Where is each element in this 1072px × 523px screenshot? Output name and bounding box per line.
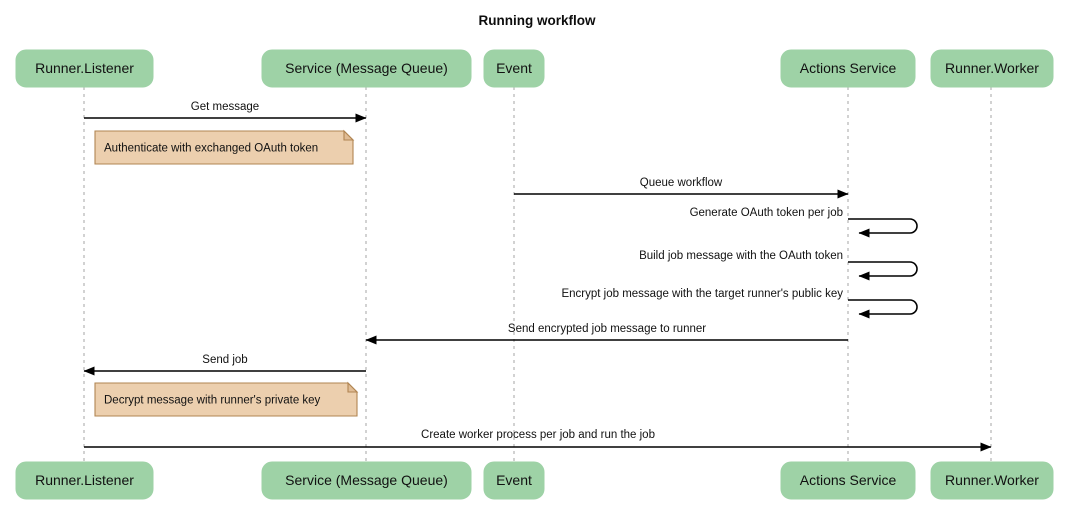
participant-box: [780, 461, 916, 500]
message-label: Send encrypted job message to runner: [508, 323, 706, 335]
participant-box: [780, 49, 916, 88]
participant-label: Runner.Worker: [945, 472, 1039, 488]
participant-runner-listener-bottom[interactable]: Runner.Listener: [15, 461, 154, 500]
participant-event-top[interactable]: Event: [483, 49, 545, 88]
participant-label: Event: [496, 472, 532, 488]
message-create-worker-process-per-job-and-run-the-job[interactable]: Create worker process per job and run th…: [84, 429, 992, 452]
participant-label: Actions Service: [800, 60, 897, 76]
participant-label: Service (Message Queue): [285, 472, 448, 488]
message-get-message[interactable]: Get message: [84, 101, 367, 123]
page-title: Running workflow: [479, 13, 596, 28]
participant-label: Event: [496, 60, 532, 76]
participant-event-bottom[interactable]: Event: [483, 461, 545, 500]
participant-label: Runner.Listener: [35, 472, 134, 488]
message-send-encrypted-job-message-to-runner[interactable]: Send encrypted job message to runner: [365, 323, 848, 345]
message-label: Encrypt job message with the target runn…: [561, 288, 843, 300]
participant-actions-service-top[interactable]: Actions Service: [780, 49, 916, 88]
participant-label: Runner.Worker: [945, 60, 1039, 76]
message-label: Build job message with the OAuth token: [639, 250, 843, 262]
participant-box: [261, 461, 472, 500]
message-generate-oauth-token-per-job[interactable]: Generate OAuth token per job: [690, 207, 918, 238]
participant-label: Actions Service: [800, 472, 897, 488]
self-loop-path: [848, 299, 918, 319]
note-authenticate: Authenticate with exchanged OAuth token: [94, 129, 355, 165]
note-label: Authenticate with exchanged OAuth token: [104, 143, 318, 155]
participant-box: [15, 461, 154, 500]
message-encrypt-job-message-with-the-target-runners-public-key[interactable]: Encrypt job message with the target runn…: [561, 288, 918, 319]
note-label: Decrypt message with runner's private ke…: [104, 395, 321, 407]
note-decrypt: Decrypt message with runner's private ke…: [94, 381, 359, 417]
message-send-job[interactable]: Send job: [83, 354, 366, 376]
note-body: [94, 130, 354, 165]
note-fold-corner-icon: [347, 381, 359, 393]
participant-box: [483, 49, 545, 88]
message-label: Queue workflow: [640, 177, 723, 189]
message-label: Create worker process per job and run th…: [421, 429, 655, 441]
participant-label: Service (Message Queue): [285, 60, 448, 76]
note-fold-corner-icon: [343, 129, 355, 141]
participant-runner-worker-top[interactable]: Runner.Worker: [930, 49, 1054, 88]
message-build-job-message-with-the-oauth-token[interactable]: Build job message with the OAuth token: [639, 250, 918, 281]
participant-box: [261, 49, 472, 88]
notes-layer: Authenticate with exchanged OAuth tokenD…: [94, 129, 359, 417]
self-loop-path: [848, 218, 918, 238]
message-label: Get message: [191, 101, 259, 113]
self-loop-path: [848, 261, 918, 281]
participant-runner-listener-top[interactable]: Runner.Listener: [15, 49, 154, 88]
note-body: [94, 382, 358, 417]
participant-runner-worker-bottom[interactable]: Runner.Worker: [930, 461, 1054, 500]
participant-service-message-queue-bottom[interactable]: Service (Message Queue): [261, 461, 472, 500]
participant-box: [15, 49, 154, 88]
participant-box: [930, 49, 1054, 88]
message-label: Send job: [202, 354, 247, 366]
participant-box: [483, 461, 545, 500]
participant-actions-service-bottom[interactable]: Actions Service: [780, 461, 916, 500]
message-queue-workflow[interactable]: Queue workflow: [514, 177, 849, 199]
message-label: Generate OAuth token per job: [690, 207, 843, 219]
participant-box: [930, 461, 1054, 500]
participant-label: Runner.Listener: [35, 60, 134, 76]
participant-service-message-queue-top[interactable]: Service (Message Queue): [261, 49, 472, 88]
